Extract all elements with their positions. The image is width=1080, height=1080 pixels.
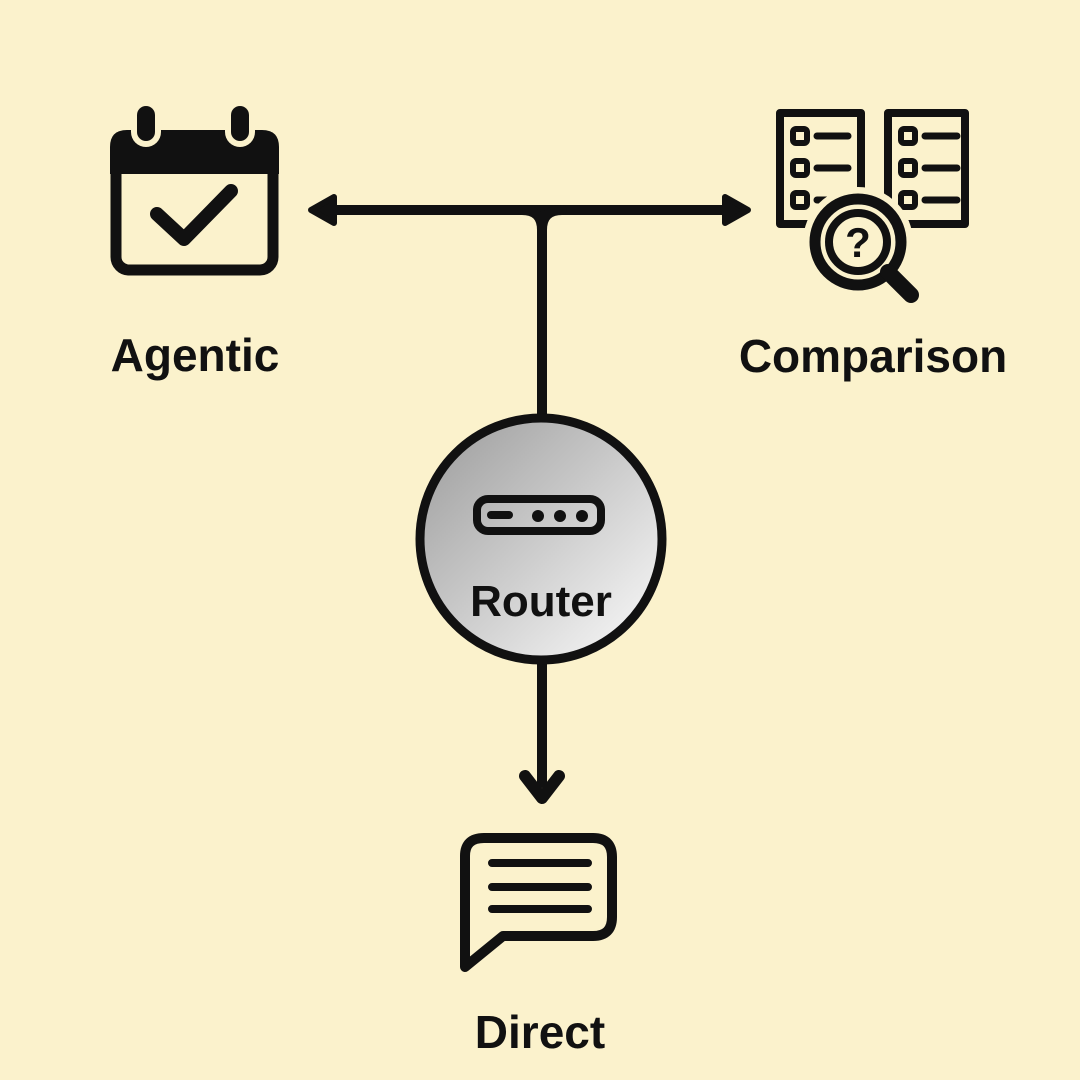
magnifier-lens-outer [809, 193, 907, 291]
connector-vertical-stem [517, 205, 567, 425]
checkmark [150, 184, 238, 246]
arrowhead-left-icon [308, 194, 337, 226]
agentic-node: Agentic [110, 100, 279, 381]
arrowhead-right-icon [722, 194, 751, 226]
router-led-3 [576, 510, 588, 522]
chat-bubble-icon [460, 833, 617, 972]
calendar-peg-right [231, 106, 249, 141]
list-bullet [790, 190, 810, 210]
calendar-check-icon [110, 100, 279, 276]
router-device-icon [473, 495, 605, 535]
list-panel-right [884, 109, 969, 228]
list-bullet [898, 190, 918, 210]
list-lines-right [921, 132, 961, 204]
calendar-peg-left [137, 106, 155, 141]
router-led-2 [554, 510, 566, 522]
agentic-label: Agentic [111, 329, 280, 381]
router-label: Router [470, 577, 612, 626]
list-bullet [790, 126, 810, 146]
list-bullet [790, 158, 810, 178]
question-mark-glyph: ? [845, 219, 871, 266]
comparison-node: ? Comparison [739, 109, 1007, 382]
router-circle [415, 413, 667, 665]
connector-router-to-direct [519, 656, 565, 804]
list-compare-search-icon: ? [776, 109, 969, 316]
chat-bubble-text-lines [488, 859, 592, 913]
comparison-label: Comparison [739, 330, 1007, 382]
list-bullet [898, 158, 918, 178]
arrowhead-down-icon [519, 770, 565, 804]
router-node: Router [415, 413, 667, 665]
list-bullet [898, 126, 918, 146]
magnifier-lens-inner [825, 209, 891, 275]
direct-node: Direct [460, 833, 617, 1058]
connector-router-to-agentic-and-comparison [308, 194, 751, 425]
chat-bubble-outline [460, 833, 617, 972]
router-chassis [473, 495, 605, 535]
direct-label: Direct [475, 1006, 605, 1058]
router-led-1 [532, 510, 544, 522]
magnifier-handle [880, 264, 919, 303]
